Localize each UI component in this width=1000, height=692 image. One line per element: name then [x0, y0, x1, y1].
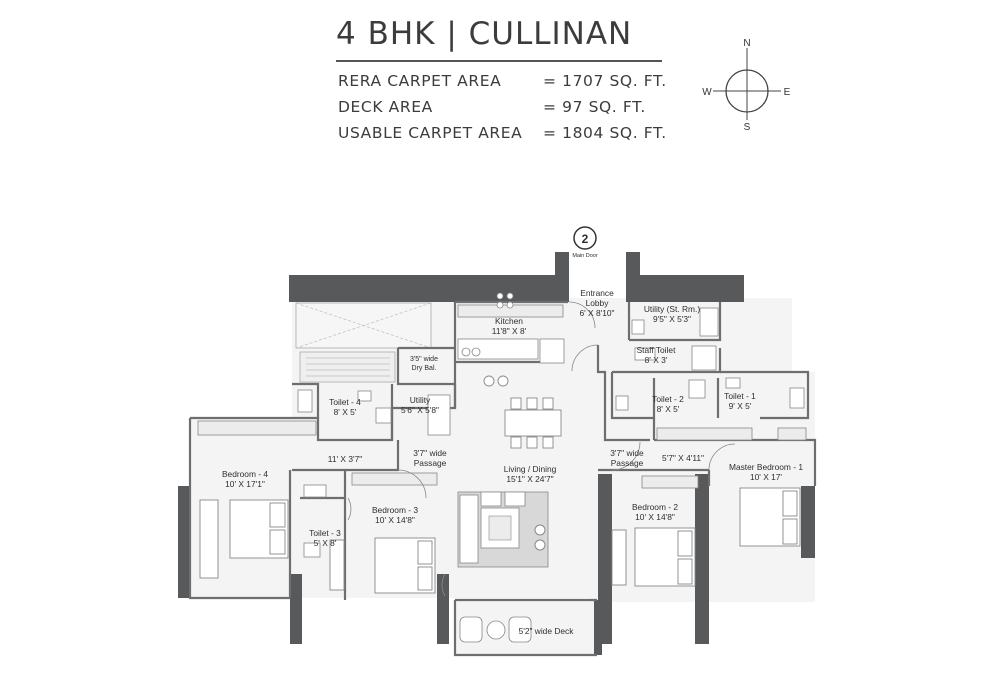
compass-icon: N S E W: [702, 38, 791, 133]
compass-e: E: [784, 87, 791, 98]
area-label: DECK AREA: [338, 98, 433, 116]
terrace-void: [295, 302, 432, 383]
bedroom3-size: 10' X 14'8": [375, 515, 415, 525]
door-swings: [347, 301, 736, 597]
beds: [199, 487, 801, 594]
kitchen-label: Kitchen: [495, 316, 523, 326]
bedroom2-label: Bedroom - 2: [632, 502, 678, 512]
dining-table: [483, 375, 562, 449]
kitchen-fixtures: [457, 292, 565, 364]
compass-w: W: [702, 87, 712, 98]
passage-left-dim: 11' X 3'7": [328, 454, 362, 464]
area-row-usable: USABLE CARPET AREA = 1804 SQ. FT.: [338, 124, 667, 142]
staff-toilet-label: Staff Toilet: [637, 345, 676, 355]
area-value: = 97 SQ. FT.: [543, 98, 646, 116]
utility-st-size: 9'5" X 5'3": [653, 314, 691, 324]
utility-size: 5'6" X 5'8": [401, 405, 439, 415]
master-label: Master Bedroom - 1: [729, 462, 803, 472]
dry-bal-label: 3'5" wide: [410, 356, 438, 363]
staff-toilet-size: 8' X 3': [645, 355, 668, 365]
bedroom4-size: 10' X 17'1": [225, 479, 265, 489]
living-label: Living / Dining: [504, 464, 557, 474]
deck-label: 5'2" wide Deck: [519, 626, 575, 636]
toilet1-label: Toilet - 1: [724, 391, 756, 401]
toilet-fixtures: [297, 307, 805, 558]
master-size: 10' X 17': [750, 472, 782, 482]
area-label: RERA CARPET AREA: [338, 72, 502, 90]
bedroom3-label: Bedroom - 3: [372, 505, 418, 515]
passage-right-label: 3'7" wide: [610, 448, 644, 458]
living-size: 15'1" X 24'7": [506, 474, 553, 484]
toilet4-size: 8' X 5': [334, 407, 357, 417]
passage-left-label: 3'7" wide: [413, 448, 447, 458]
area-row-rera: RERA CARPET AREA = 1707 SQ. FT.: [338, 72, 667, 90]
compass-s: S: [744, 122, 751, 133]
bedroom2-size: 10' X 14'8": [635, 512, 675, 522]
dry-bal-size: Dry Bal.: [412, 365, 437, 372]
plan-title: 4 BHK | CULLINAN: [336, 16, 633, 52]
entry-marker: [573, 226, 597, 250]
area-value: = 1707 SQ. FT.: [543, 72, 667, 90]
kitchen-size: 11'8" X 8': [492, 326, 527, 336]
area-label: USABLE CARPET AREA: [338, 124, 523, 142]
deck-furniture: [459, 616, 532, 643]
area-row-deck: DECK AREA = 97 SQ. FT.: [338, 98, 646, 116]
toilet2-label: Toilet - 2: [652, 394, 684, 404]
toilet4-label: Toilet - 4: [329, 397, 361, 407]
title-divider: [336, 60, 662, 62]
entrance-lobby-label: Entrance: [580, 288, 614, 298]
interior-walls: [188, 300, 817, 657]
bedroom4-label: Bedroom - 4: [222, 469, 268, 479]
utility-st-label: Utility (St. Rm.): [644, 304, 701, 314]
area-value: = 1804 SQ. FT.: [543, 124, 667, 142]
toilet1-size: 9' X 5': [729, 401, 752, 411]
toilet3-label: Toilet - 3: [309, 528, 341, 538]
entrance-lobby-label2: Lobby: [586, 298, 610, 308]
main-door-label: Main Door: [572, 253, 598, 259]
compass-n: N: [743, 38, 750, 49]
entrance-lobby-size: 6' X 8'10": [579, 308, 614, 318]
utility-label: Utility: [410, 395, 431, 405]
entry-marker-number: 2: [582, 232, 589, 246]
outer-walls: [178, 252, 815, 655]
toilet3-size: 5' X 8': [314, 538, 337, 548]
toilet2-size: 8' X 5': [657, 404, 680, 414]
passage-left-size: Passage: [414, 458, 447, 468]
passage-right-dim: 5'7" X 4'11": [662, 453, 704, 463]
passage-right-size: Passage: [611, 458, 644, 468]
living-sofa-set: [457, 491, 549, 568]
